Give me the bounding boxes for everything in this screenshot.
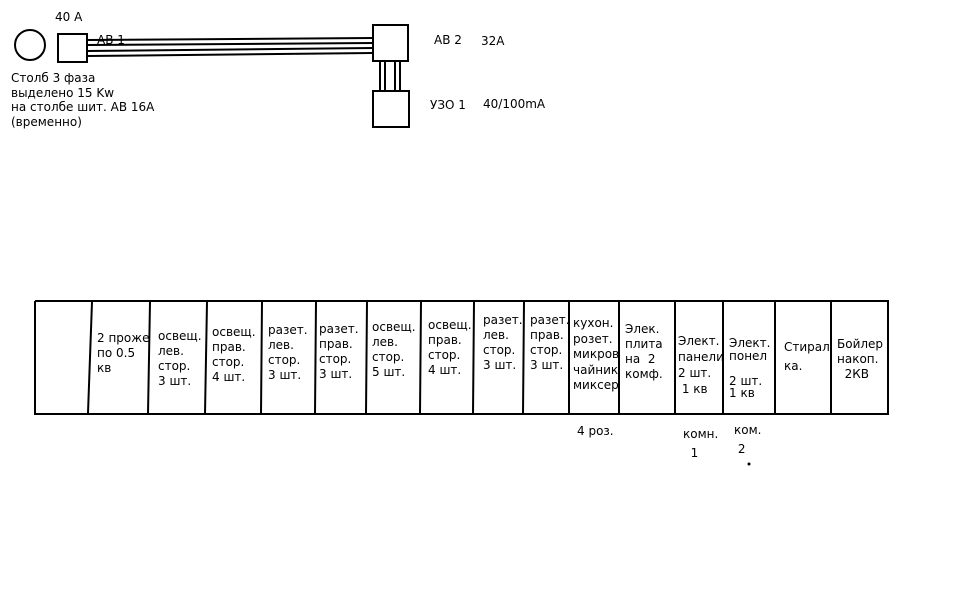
breaker2-box	[372, 24, 409, 62]
note-room-1: комн. 1	[683, 427, 719, 460]
panel-cell-8: разет. лев. стор. 3 шт.	[483, 313, 523, 372]
breaker1-box	[57, 33, 88, 63]
wire-2	[86, 42, 374, 46]
panel-cell-9: разет. прав. стор. 3 шт.	[530, 313, 570, 372]
panel-cell-3: освещ. прав. стор. 4 шт.	[212, 325, 256, 384]
wire-4	[86, 52, 374, 57]
panel-cell-11: Элек. плита на 2 комф.	[625, 322, 663, 381]
wire-1	[86, 37, 374, 41]
panel-cell-10: кухон. розет. микров чайник миксер	[573, 316, 620, 392]
pole-note: Столб 3 фаза выделено 15 Kw на столбе ши…	[11, 71, 155, 129]
panel-cell-5: разет. прав. стор. 3 шт.	[319, 322, 359, 381]
panel-cell-6: освещ. лев. стор. 5 шт.	[372, 320, 416, 379]
panel-cell-1: 2 проже по 0.5 кв	[97, 331, 150, 375]
note-room-2: ком. 2	[734, 423, 762, 456]
rcd-box	[372, 90, 410, 128]
panel-cell-2: освещ. лев. стор. 3 шт.	[158, 329, 202, 388]
pole-circle	[14, 29, 46, 61]
panel-outline	[34, 300, 889, 415]
note-kitchen-sockets: 4 роз.	[577, 424, 614, 438]
rcd-name: УЗО 1	[430, 98, 466, 112]
breaker2-rating: 32А	[481, 34, 505, 48]
panel-cell-13: Элект. понел 2 шт. 1 кв	[729, 336, 771, 400]
breaker1-rating: 40 A	[55, 10, 83, 24]
rcd-rating: 40/100mA	[483, 97, 546, 111]
panel-cell-7: освещ. прав. стор. 4 шт.	[428, 318, 472, 377]
panel-dividers	[87, 301, 832, 415]
panel-cell-12: Элект. панели 2 шт. 1 кв	[678, 334, 724, 396]
panel-cell-4: разет. лев. стор. 3 шт.	[268, 323, 308, 382]
wire-3	[86, 47, 374, 52]
panel-cell-15: Бойлер накоп. 2КВ	[837, 337, 884, 381]
dot-mark	[747, 462, 751, 466]
panel-cell-14: Стирал ка.	[784, 340, 830, 373]
breaker1-name: АВ 1	[97, 33, 125, 47]
breaker2-name: АВ 2	[434, 33, 462, 47]
